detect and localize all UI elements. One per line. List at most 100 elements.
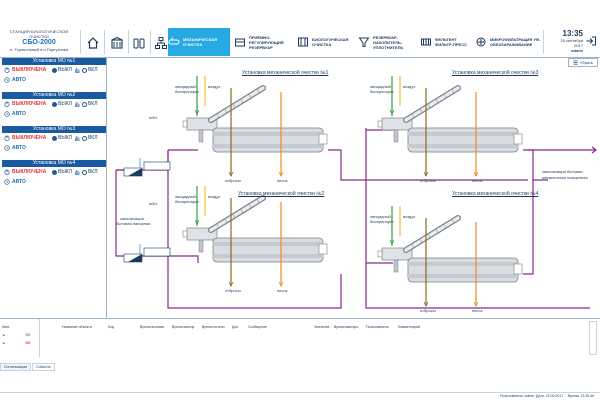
sand-tank (212, 237, 324, 263)
events-column-header[interactable]: Сообщение (248, 325, 268, 329)
hand-icon (74, 102, 80, 107)
screw-flight (256, 198, 260, 204)
unit-on-option[interactable]: ВКЛ (81, 101, 98, 107)
screw-flight (411, 243, 415, 249)
sand-label: песок (277, 288, 288, 293)
waste-label: отбросы (225, 288, 241, 293)
unit-off-option[interactable]: ВЫКЛ (52, 135, 72, 141)
events-column-header[interactable]: Комментарий (398, 325, 421, 329)
unit-off-option[interactable]: ВЫКЛ (52, 67, 72, 73)
tab-mechanical[interactable]: МЕХАНИЧЕСКАЯ ОЧИСТКА (168, 28, 230, 56)
screw-flight (248, 93, 252, 99)
off-radio[interactable] (52, 67, 57, 73)
screw-flight (411, 113, 415, 119)
sand-label: песок (472, 178, 483, 183)
pipe (365, 128, 590, 309)
auto-mode-button[interactable]: АВТО (12, 77, 26, 83)
on-radio[interactable] (81, 135, 87, 141)
sand-tank (212, 127, 324, 153)
events-column-header[interactable]: Значение (314, 325, 330, 329)
tanks-icon[interactable] (130, 34, 148, 52)
reagent-label: овицидный (370, 214, 391, 219)
air-label: воздух (208, 194, 221, 199)
screw-flight (240, 98, 244, 104)
tab-label: БИОЛОГИЧЕСКАЯ ОЧИСТКА (312, 37, 349, 47)
events-column-header[interactable]: Время исчезн. (202, 325, 226, 329)
reagent-label: овицидный (175, 194, 196, 199)
divider (80, 30, 81, 54)
unit-on-option[interactable]: ВКЛ (81, 135, 98, 141)
tab-microfiltration-uv[interactable]: МИКРОФИЛЬТРАЦИЯ УФ-ОБЕЗЗАРАЖИВАНИЕ (475, 28, 541, 56)
arrow (591, 146, 597, 154)
tab-alarms[interactable]: Сигнализация (0, 363, 32, 371)
events-column-header[interactable]: Пользователь (366, 325, 389, 329)
auto-mode-button[interactable]: АВТО (12, 179, 26, 185)
unit-control-title: Установка МО №3 (2, 126, 106, 133)
auto-mode-button[interactable]: АВТО (12, 111, 26, 117)
off-radio[interactable] (52, 135, 57, 141)
screw-flight (443, 223, 447, 229)
screw-conveyor-inner (404, 86, 460, 122)
tank-band (213, 144, 323, 148)
arrow (278, 171, 284, 177)
valve-symbol (128, 168, 142, 176)
events-counter-row: ▲ 0/0 (2, 333, 31, 337)
sand-label: песок (277, 178, 288, 183)
screw-flight (224, 108, 228, 114)
waste-label: отбросы (225, 178, 241, 183)
arrow (194, 109, 200, 115)
pipe (115, 170, 168, 257)
screw-flight (419, 108, 423, 114)
unit-off-option[interactable]: ВЫКЛ (52, 101, 72, 107)
tab-label: ФЕЛЬТЕНТ ФИЛЬТР-ПРЕСС (435, 37, 467, 47)
events-counter-row: ▲ 0/0 (2, 341, 31, 345)
building-icon[interactable] (108, 34, 126, 52)
reagent-label: биопрепарат (175, 89, 199, 94)
unit-on-option[interactable]: ВКЛ (81, 67, 98, 73)
unit-title: Установка механической очистки №3 (452, 70, 539, 76)
arrow (228, 281, 234, 287)
unit-control-title: Установка МО №1 (2, 58, 106, 65)
tab-receiving-reservoir[interactable]: ПРИЁМНО-РЕГУЛИРУЮЩИЙ РЕЗЕРВУАР (234, 28, 294, 56)
tab-filter-press[interactable]: ФЕЛЬТЕНТ ФИЛЬТР-ПРЕСС (420, 28, 472, 56)
events-tabs: Сигнализация События (0, 363, 55, 371)
tab-biological[interactable]: БИОЛОГИЧЕСКАЯ ОЧИСТКА (297, 28, 355, 56)
events-column-header[interactable]: Время возникн. (140, 325, 166, 329)
logout-icon[interactable] (585, 35, 597, 47)
events-scrollbar[interactable] (589, 321, 597, 355)
clock: 13:35 25 сентября 2017 admin (553, 29, 583, 53)
on-radio[interactable] (81, 169, 87, 175)
tank-band (213, 242, 323, 246)
unit-auto-row: АВТО (2, 143, 106, 153)
events-column-header[interactable]: Доп. (232, 325, 240, 329)
unit-off-option[interactable]: ВЫКЛ (52, 169, 72, 175)
on-radio[interactable] (81, 101, 87, 107)
support (198, 239, 204, 253)
tab-storage-thickener[interactable]: РЕЗЕРВУАР-НАКОПИТЕЛЬ-УПЛОТНИТЕЛЬ (358, 28, 418, 56)
tree-icon[interactable] (152, 34, 170, 52)
home-icon[interactable] (84, 34, 102, 52)
unit-on-option[interactable]: ВКЛ (81, 169, 98, 175)
legend-button[interactable]: Убрать (568, 58, 598, 67)
tab-events[interactable]: События (32, 363, 55, 371)
auto-mode-button[interactable]: АВТО (12, 145, 26, 151)
arrow (423, 171, 429, 177)
divider (543, 30, 544, 54)
tank-outlet (513, 263, 523, 275)
tab-label: РЕЗЕРВУАР-НАКОПИТЕЛЬ-УПЛОТНИТЕЛЬ (373, 34, 404, 50)
power-icon (4, 67, 10, 73)
events-column-header[interactable]: Код (108, 325, 114, 329)
on-radio[interactable] (81, 67, 87, 73)
off-radio[interactable] (52, 101, 57, 107)
events-column-header[interactable]: Название объекта (62, 325, 92, 329)
divider (104, 30, 105, 54)
events-column-header[interactable]: Время квитиро. (334, 325, 360, 329)
off-radio[interactable] (52, 169, 57, 175)
unit-title: Установка механической очистки №4 (452, 191, 539, 197)
events-column-header[interactable]: Время квитир. (172, 325, 196, 329)
arrow (228, 171, 234, 177)
screen-inlet (377, 120, 383, 128)
